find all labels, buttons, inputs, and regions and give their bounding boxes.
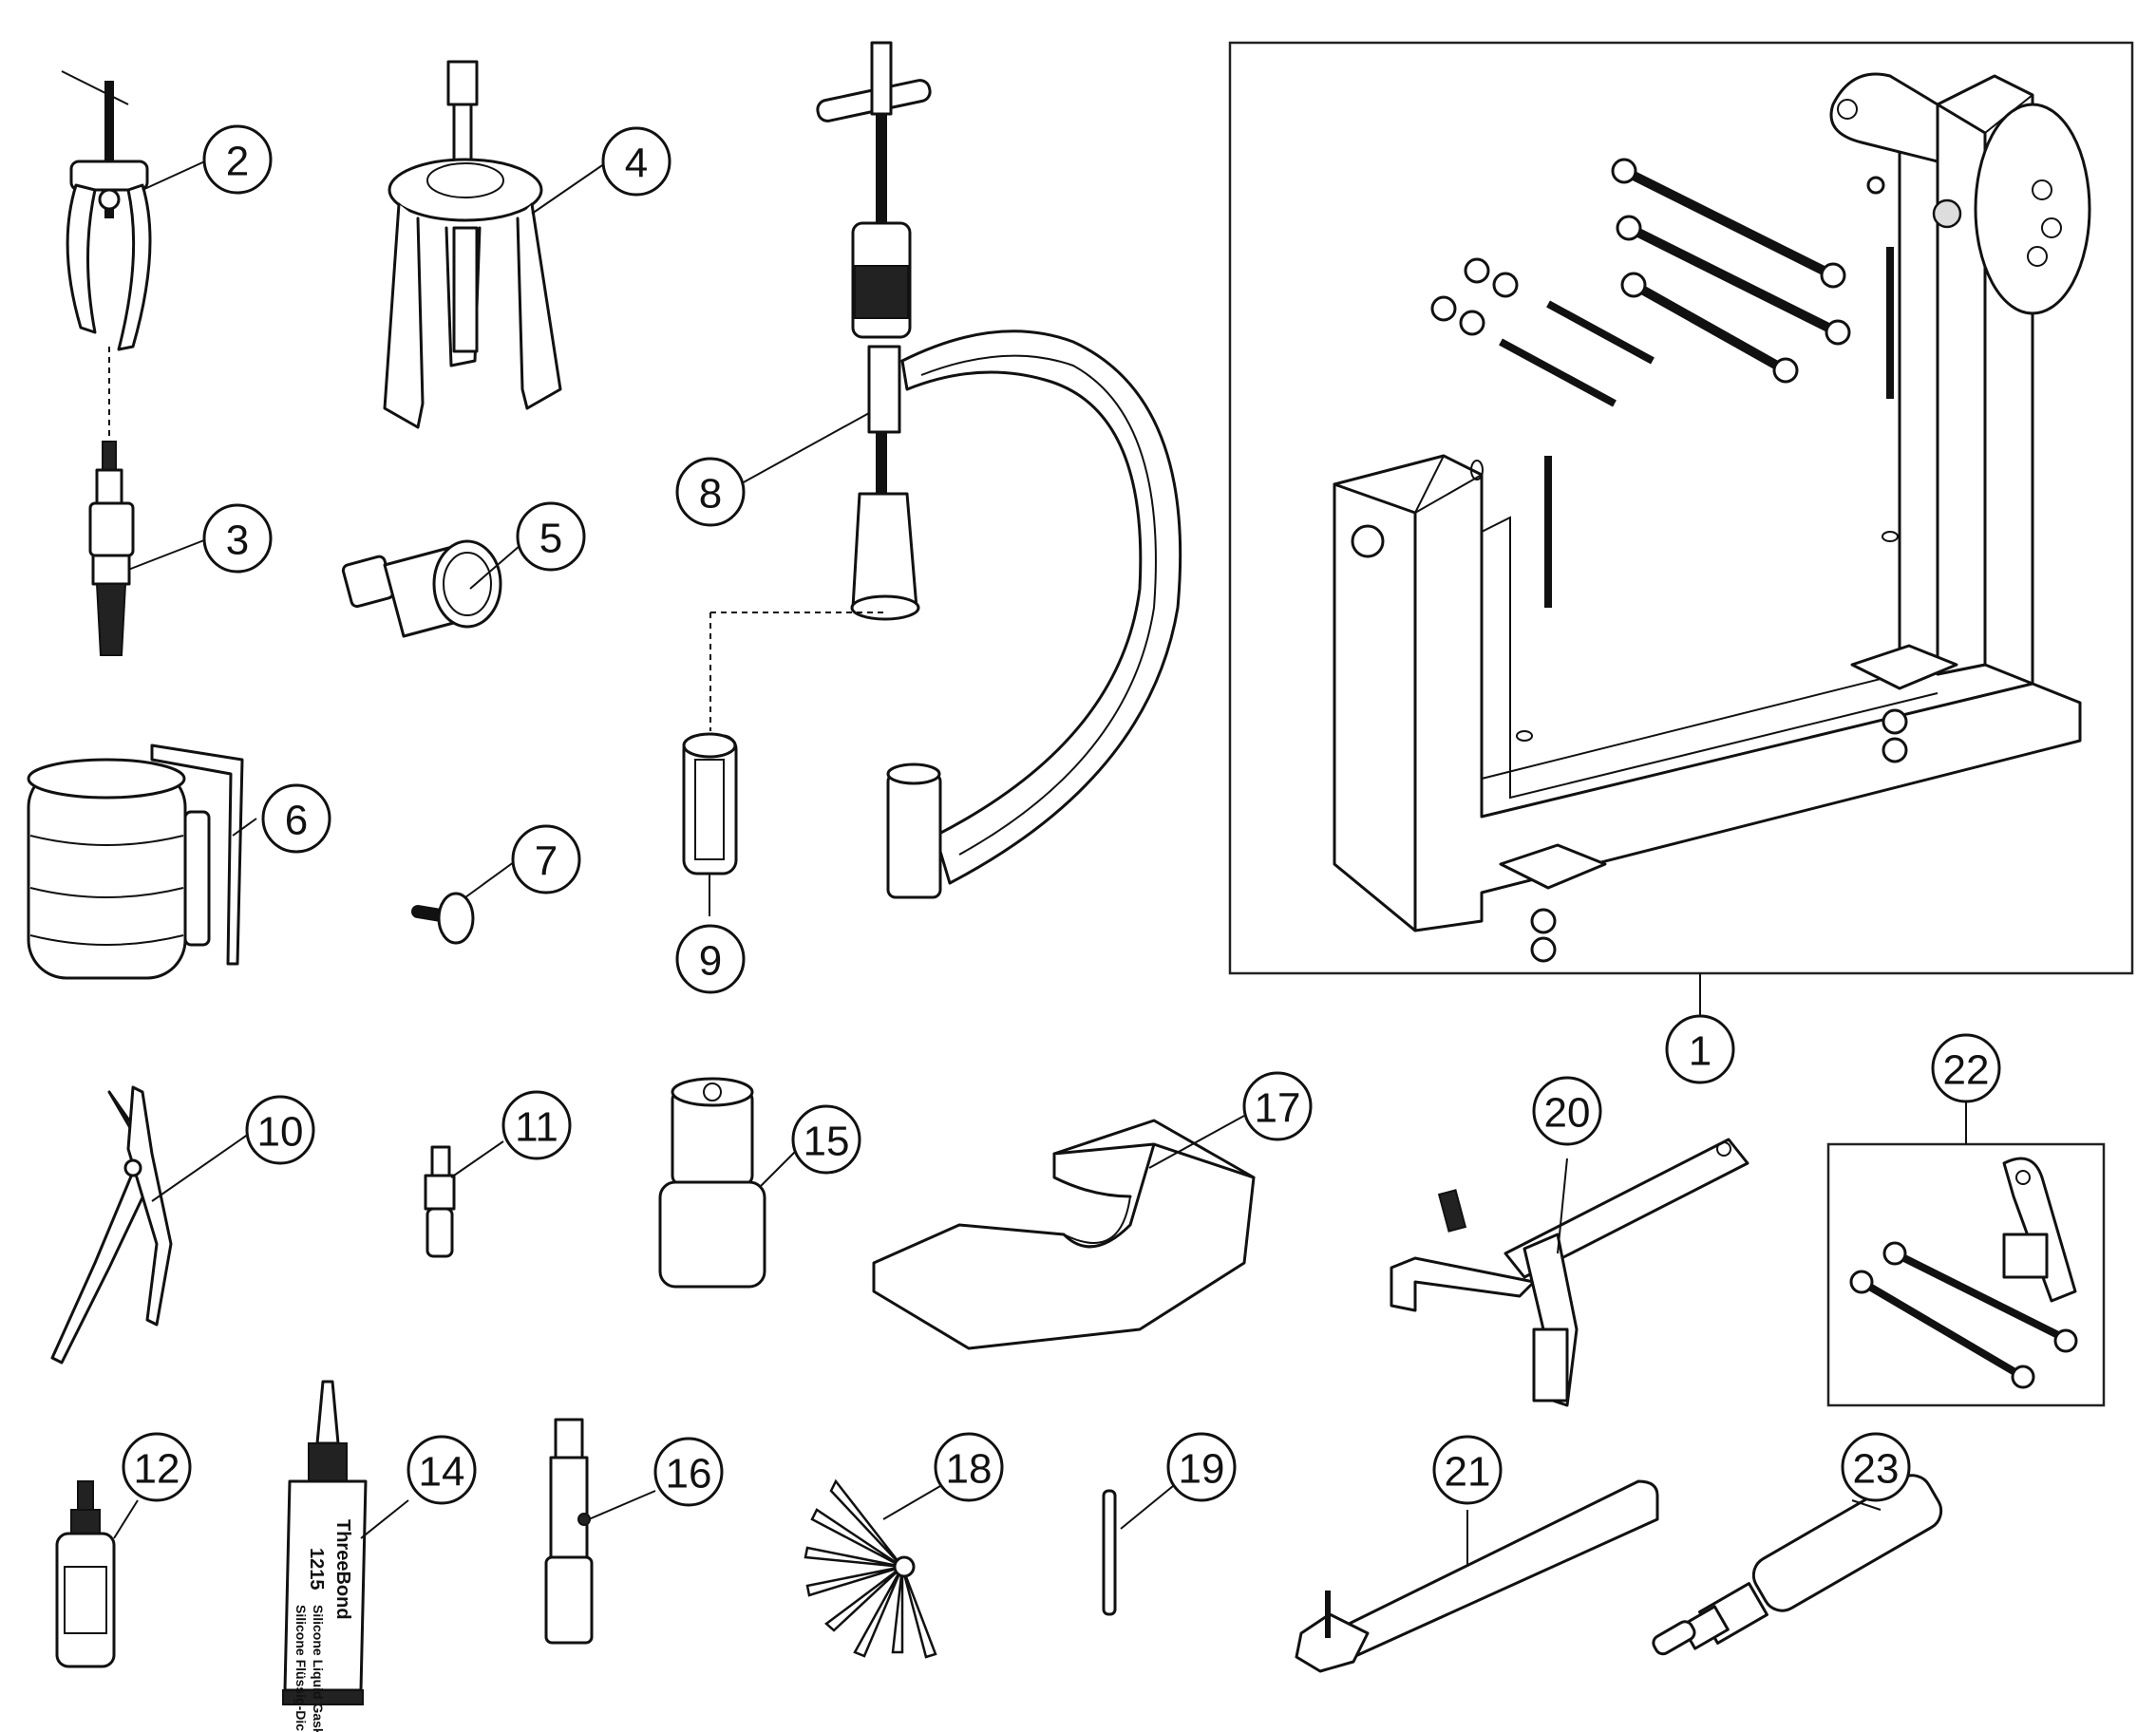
feeler-gauge: [804, 1478, 937, 1659]
valve-spring-compressor: [816, 41, 1182, 899]
svg-text:15: 15: [804, 1119, 850, 1165]
callout-6: 6: [261, 783, 331, 854]
svg-text:2: 2: [226, 139, 249, 185]
svg-text:7: 7: [535, 838, 558, 885]
callout-20: 20: [1532, 1076, 1602, 1146]
puller-adapter: [88, 441, 135, 656]
alignment-pin: [1102, 1489, 1117, 1616]
three-jaw-puller: [383, 60, 562, 429]
svg-text:6: 6: [285, 798, 308, 844]
tube-desc-1: Silicone Liquid Gasket: [311, 1605, 326, 1732]
piston-ring-compressor: [27, 744, 244, 980]
callout-12: 12: [122, 1432, 192, 1502]
callout-1: 1: [1665, 1014, 1735, 1084]
svg-text:19: 19: [1179, 1446, 1225, 1493]
tube-brand: ThreeBond: [332, 1519, 353, 1620]
guide-pin: [411, 892, 475, 945]
gear-puller: [61, 70, 152, 351]
clutch-holder: [1390, 1138, 1749, 1407]
snap-ring-pliers: [50, 1085, 173, 1365]
tube-code: 1215: [306, 1548, 327, 1591]
svg-text:9: 9: [699, 938, 722, 985]
crankshaft-holder-plate: [872, 1119, 1256, 1350]
bracket-set: [1849, 1157, 2078, 1389]
flywheel-holder-socket: [341, 539, 502, 638]
callout-3: 3: [202, 503, 273, 574]
callout-10: 10: [245, 1095, 315, 1165]
svg-text:18: 18: [946, 1446, 993, 1493]
bearing-installer: [1652, 1474, 1943, 1656]
stand-bolts: [1430, 158, 1894, 608]
valve-compressor-adapter: [682, 732, 738, 875]
svg-text:22: 22: [1943, 1047, 1990, 1094]
svg-text:4: 4: [625, 141, 648, 187]
bracket-set-box: [1826, 1101, 2106, 1407]
callout-16: 16: [653, 1437, 724, 1507]
callout-23: 23: [1841, 1432, 1911, 1502]
svg-text:23: 23: [1853, 1446, 1900, 1493]
svg-text:3: 3: [226, 518, 249, 564]
callout-18: 18: [934, 1432, 1004, 1502]
svg-text:11: 11: [515, 1104, 558, 1151]
special-socket: [658, 1077, 766, 1289]
engine-stand: [1333, 72, 2091, 963]
tube-desc-2: Silicone Flüssig-Dichtung: [293, 1605, 309, 1732]
callout-22: 22: [1931, 1033, 2001, 1103]
svg-text:5: 5: [539, 516, 562, 562]
callout-21: 21: [1432, 1435, 1503, 1505]
oil-seal-driver: [424, 1145, 456, 1258]
callout-4: 4: [601, 126, 671, 197]
callout-11: 11: [501, 1090, 572, 1160]
callout-2: 2: [202, 124, 273, 195]
callout-8: 8: [675, 457, 746, 527]
svg-text:16: 16: [666, 1451, 712, 1497]
svg-text:8: 8: [699, 471, 722, 518]
callout-19: 19: [1166, 1432, 1237, 1502]
svg-text:10: 10: [257, 1109, 304, 1156]
spark-plug-socket: [544, 1418, 594, 1645]
leader-lines: [113, 159, 1882, 1567]
svg-text:21: 21: [1445, 1449, 1491, 1496]
engine-stand-frame-box: [1228, 41, 2134, 1016]
svg-text:12: 12: [134, 1446, 180, 1493]
callout-17: 17: [1242, 1071, 1313, 1141]
svg-text:1: 1: [1689, 1028, 1712, 1075]
svg-text:17: 17: [1255, 1085, 1301, 1132]
callout-7: 7: [511, 824, 581, 894]
pin-spanner: [1295, 1479, 1659, 1673]
svg-text:14: 14: [419, 1449, 465, 1496]
threadlock-bottle: [55, 1480, 116, 1668]
callout-9: 9: [675, 924, 746, 994]
callout-5: 5: [516, 501, 586, 572]
svg-text:20: 20: [1544, 1090, 1591, 1137]
callout-14: 14: [407, 1435, 477, 1505]
callout-15: 15: [791, 1104, 861, 1175]
sealant-tube: ThreeBond 1215 Silicone Liquid Gasket Si…: [282, 1380, 368, 1732]
